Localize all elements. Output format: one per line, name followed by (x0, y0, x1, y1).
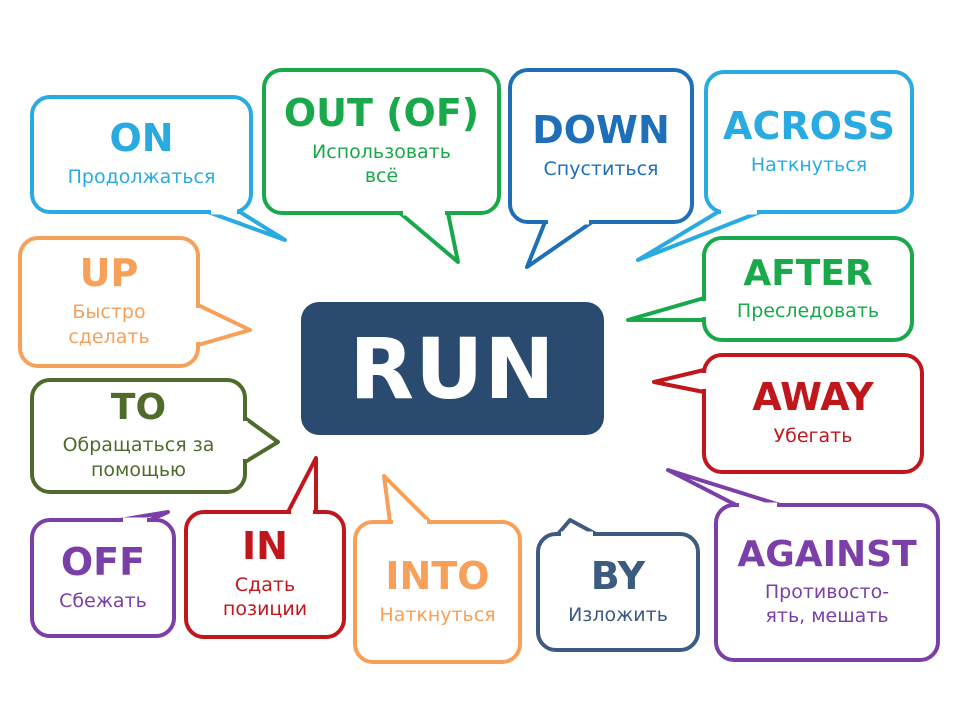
preposition-against: AGAINST (737, 533, 917, 575)
bubble-off (30, 518, 176, 638)
bubble-in (184, 510, 346, 639)
meaning-away: Убегать (773, 425, 853, 448)
preposition-away: AWAY (752, 375, 874, 420)
bubble-tail-down (525, 220, 594, 269)
preposition-up: UP (79, 251, 139, 296)
bubble-text-off: OFF Сбежать (32, 520, 174, 636)
bubble-text-after: AFTER Преследовать (704, 238, 912, 340)
bubble-text-in: IN Сдать позиции (186, 512, 344, 637)
meaning-to: Обращаться за помощью (62, 434, 215, 481)
bubble-down (508, 68, 694, 224)
preposition-out-of: OUT (OF) (283, 90, 480, 135)
bubble-tail-against (666, 468, 782, 507)
preposition-by: BY (590, 553, 646, 598)
preposition-down: DOWN (532, 107, 670, 152)
bubble-text-down: DOWN Спуститься (510, 70, 692, 222)
bubble-by (536, 532, 700, 652)
meaning-by: Изложить (568, 603, 668, 626)
bubble-tail-in (286, 456, 318, 514)
bubble-text-into: INTO Наткнуться (355, 522, 520, 662)
meaning-on: Продолжаться (67, 166, 216, 189)
preposition-off: OFF (60, 539, 146, 584)
bubble-tail-on (206, 210, 287, 242)
meaning-down: Спуститься (543, 157, 659, 180)
bubble-out-of (262, 68, 501, 215)
bubble-on (30, 95, 253, 214)
meaning-into: Наткнуться (379, 603, 496, 626)
preposition-in: IN (242, 523, 288, 568)
meaning-off: Сбежать (59, 589, 147, 612)
meaning-out-of: Использовать всё (312, 140, 451, 188)
meaning-against: Противосто- ять, мешать (764, 580, 890, 628)
bubble-tail-away (652, 368, 706, 394)
bubble-text-on: ON Продолжаться (32, 97, 251, 212)
bubble-across (704, 70, 914, 214)
bubble-text-out-of: OUT (OF) Использовать всё (264, 70, 499, 213)
bubble-against (714, 503, 940, 662)
preposition-after: AFTER (743, 252, 873, 294)
meaning-after: Преследовать (736, 299, 880, 322)
preposition-across: ACROSS (723, 103, 895, 148)
bubble-tail-into (382, 474, 432, 524)
meaning-across: Наткнуться (750, 153, 868, 176)
bubble-away (702, 353, 924, 474)
preposition-to: TO (110, 387, 167, 429)
preposition-into: INTO (385, 553, 490, 598)
meaning-in: Сдать позиции (222, 573, 308, 621)
bubble-into (353, 520, 522, 664)
bubble-up (18, 236, 200, 368)
bubble-tail-to (243, 416, 280, 464)
bubble-text-to: TO Обращаться за помощью (32, 380, 245, 492)
center-word: RUN (349, 319, 556, 418)
center-word-box: RUN (301, 302, 604, 435)
bubble-tail-out-of (398, 211, 460, 264)
bubble-after (702, 236, 914, 342)
bubble-tail-after (626, 296, 706, 322)
preposition-on: ON (109, 116, 174, 161)
bubble-text-up: UP Быстро сделать (20, 238, 198, 366)
bubble-text-against: AGAINST Противосто- ять, мешать (716, 505, 938, 660)
bubble-text-by: BY Изложить (538, 534, 698, 650)
bubble-text-across: ACROSS Наткнуться (706, 72, 912, 212)
bubble-tail-up (196, 303, 252, 347)
bubble-text-away: AWAY Убегать (704, 355, 922, 472)
meaning-up: Быстро сделать (68, 301, 150, 348)
